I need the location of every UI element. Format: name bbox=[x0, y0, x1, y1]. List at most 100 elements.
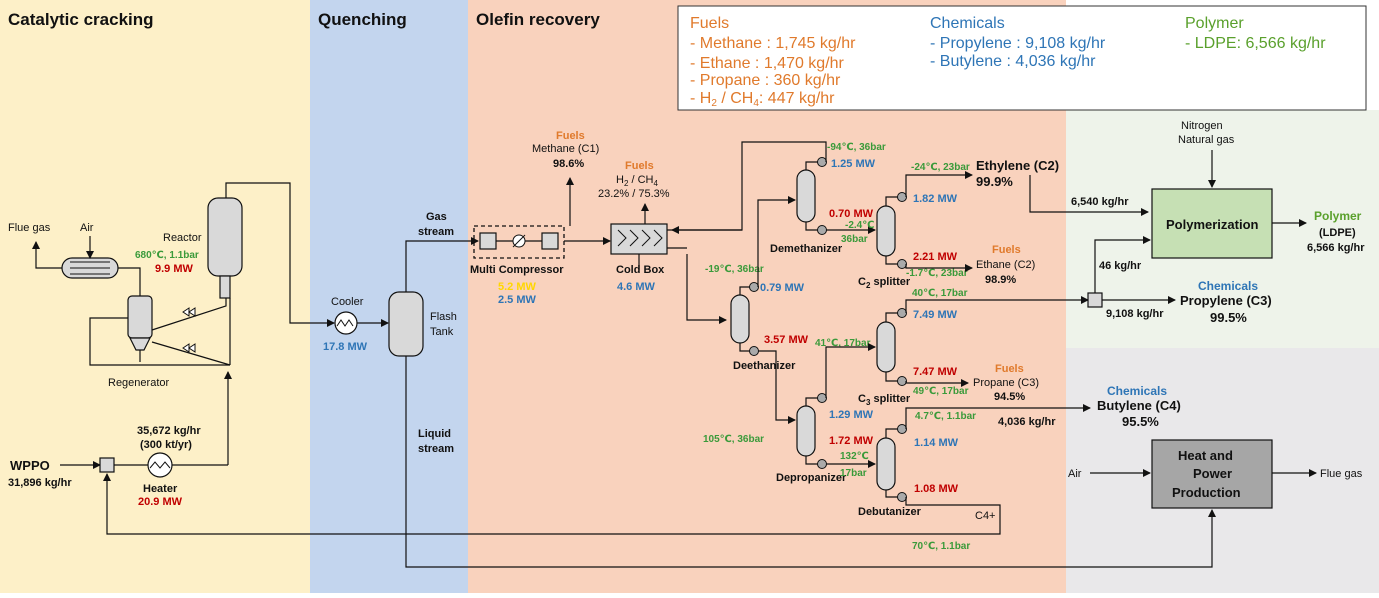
deethanizer bbox=[730, 294, 750, 344]
propylene-flow: 9,108 kg/hr bbox=[1106, 308, 1164, 320]
section-title-cracking: Catalytic cracking bbox=[8, 10, 154, 29]
ethylene-flow: 6,540 kg/hr bbox=[1071, 196, 1129, 208]
debutanizer-bottom-conditions: 70℃, 1.1bar bbox=[912, 541, 970, 552]
hpp-flue-gas-label: Flue gas bbox=[1320, 468, 1363, 480]
feed-flow: 35,672 kg/hr bbox=[137, 425, 201, 437]
ethylene-label: Ethylene (C2) bbox=[976, 158, 1059, 173]
flue-gas-label: Flue gas bbox=[8, 222, 51, 234]
methane-label: Methane (C1) bbox=[532, 143, 599, 155]
c3-bottom-conditions: 49℃, 17bar bbox=[913, 386, 969, 397]
deethanizer-top-duty: 0.79 MW bbox=[760, 282, 805, 294]
demethanizer-conditions: -94℃, 36bar bbox=[827, 142, 886, 153]
depropanizer bbox=[796, 405, 816, 457]
hpp-label-3: Production bbox=[1172, 485, 1241, 500]
c3-feed-conditions: 41℃, 17bar bbox=[815, 338, 871, 349]
reactor-label: Reactor bbox=[163, 232, 202, 244]
cracking-section-bg bbox=[0, 0, 310, 593]
tank-label: Tank bbox=[430, 326, 454, 338]
depropanizer-bottom-pressure: 17bar bbox=[840, 468, 867, 479]
h2-ch4-purity: 23.2% / 75.3% bbox=[598, 188, 670, 200]
debutanizer bbox=[876, 437, 896, 491]
methane-fuels-tag: Fuels bbox=[556, 130, 585, 142]
section-title-quenching: Quenching bbox=[318, 10, 407, 29]
ethane-purity: 98.9% bbox=[985, 274, 1016, 286]
gas-stream-label: stream bbox=[418, 226, 454, 238]
ethylene-purity: 99.9% bbox=[976, 174, 1013, 189]
cold-box-duty: 4.6 MW bbox=[617, 281, 656, 293]
liquid-label: Liquid bbox=[418, 428, 451, 440]
natural-gas-label: Natural gas bbox=[1178, 134, 1235, 146]
legend-fuels-title: Fuels bbox=[690, 15, 729, 32]
c3-top-duty: 7.49 MW bbox=[913, 309, 958, 321]
legend-fuel-propane: - Propane : 360 kg/hr bbox=[690, 72, 841, 89]
deethanizer-conditions: -19℃, 36bar bbox=[705, 264, 764, 275]
depropanizer-bottom-duty: 1.72 MW bbox=[829, 435, 874, 447]
depropanizer-label: Depropanizer bbox=[776, 472, 847, 484]
wppo-flow: 31,896 kg/hr bbox=[8, 477, 72, 489]
compressor-duty-1: 5.2 MW bbox=[498, 281, 537, 293]
c2-splitter bbox=[876, 205, 896, 257]
demethanizer bbox=[796, 169, 816, 223]
wppo-label: WPPO bbox=[10, 458, 50, 473]
cold-box bbox=[610, 223, 668, 255]
butylene-label: Butylene (C4) bbox=[1097, 398, 1181, 413]
c2-top-conditions: -24℃, 23bar bbox=[911, 162, 970, 173]
c2-feed-temp: -2.4℃ bbox=[845, 220, 874, 231]
deethanizer-bottom-duty: 3.57 MW bbox=[764, 334, 809, 346]
depropanizer-bottom-temp: 132℃ bbox=[840, 451, 869, 462]
air-label: Air bbox=[80, 222, 94, 234]
depropanizer-conditions: 105℃, 36bar bbox=[703, 434, 764, 445]
section-title-olefin: Olefin recovery bbox=[476, 10, 600, 29]
legend-chemicals-title: Chemicals bbox=[930, 15, 1005, 32]
regenerator bbox=[127, 295, 153, 339]
cooler bbox=[334, 311, 358, 335]
polymerization-label: Polymerization bbox=[1166, 217, 1259, 232]
c2-feed-pressure: 36bar bbox=[841, 234, 868, 245]
legend-fuel-h2-ch4: - H2 / CH4: 447 kg/hr bbox=[690, 90, 835, 109]
hpp-label-1: Heat and bbox=[1178, 448, 1233, 463]
demethanizer-label: Demethanizer bbox=[770, 243, 843, 255]
propylene-purity: 99.5% bbox=[1210, 310, 1247, 325]
c2-splitter-label: C2 splitter bbox=[858, 276, 911, 290]
h2-ch4-label: H2 / CH4 bbox=[616, 174, 658, 188]
legend-fuel-ethane: - Ethane : 1,470 kg/hr bbox=[690, 55, 845, 72]
hpp-air-label: Air bbox=[1068, 468, 1082, 480]
ethane-label: Ethane (C2) bbox=[976, 259, 1035, 271]
compressor-duty-2: 2.5 MW bbox=[498, 294, 537, 306]
butylene-chemicals-tag: Chemicals bbox=[1107, 384, 1167, 398]
heater-duty: 20.9 MW bbox=[138, 496, 183, 508]
demethanizer-bottom-duty: 0.70 MW bbox=[829, 208, 874, 220]
heater bbox=[147, 452, 173, 478]
ldpe-flow: 6,566 kg/hr bbox=[1307, 242, 1365, 254]
flash-tank bbox=[388, 291, 424, 357]
cold-box-label: Cold Box bbox=[616, 264, 665, 276]
debutanizer-top-duty: 1.14 MW bbox=[914, 437, 959, 449]
multi-compressor bbox=[473, 225, 565, 259]
c2-bottom-duty: 2.21 MW bbox=[913, 251, 958, 263]
reactor-duty: 9.9 MW bbox=[155, 263, 194, 275]
polymerization-unit bbox=[1151, 188, 1273, 259]
h2-fuels-tag: Fuels bbox=[625, 160, 654, 172]
c2-bottom-conditions: -1.7℃, 23bar bbox=[906, 268, 968, 279]
legend-fuel-methane: - Methane : 1,745 kg/hr bbox=[690, 35, 856, 52]
methane-purity: 98.6% bbox=[553, 158, 584, 170]
legend-chem-propylene: - Propylene : 9,108 kg/hr bbox=[930, 35, 1106, 52]
deethanizer-label: Deethanizer bbox=[733, 360, 796, 372]
butylene-flow: 4,036 kg/hr bbox=[998, 416, 1056, 428]
ethane-fuels-tag: Fuels bbox=[992, 244, 1021, 256]
quench-section-bg bbox=[310, 0, 468, 593]
c2-top-duty: 1.82 MW bbox=[913, 193, 958, 205]
depropanizer-top-duty: 1.29 MW bbox=[829, 409, 874, 421]
c3-bottom-duty: 7.47 MW bbox=[913, 366, 958, 378]
feed-capacity: (300 kt/yr) bbox=[140, 439, 192, 451]
debutanizer-bottom-duty: 1.08 MW bbox=[914, 483, 959, 495]
butylene-purity: 95.5% bbox=[1122, 414, 1159, 429]
cooler-label: Cooler bbox=[331, 296, 364, 308]
propane-fuels-tag: Fuels bbox=[995, 363, 1024, 375]
legend-polymer-title: Polymer bbox=[1185, 15, 1244, 32]
polymer-tag: Polymer bbox=[1314, 209, 1362, 223]
heat-power-unit bbox=[1151, 439, 1273, 509]
c3-splitter bbox=[876, 321, 896, 373]
